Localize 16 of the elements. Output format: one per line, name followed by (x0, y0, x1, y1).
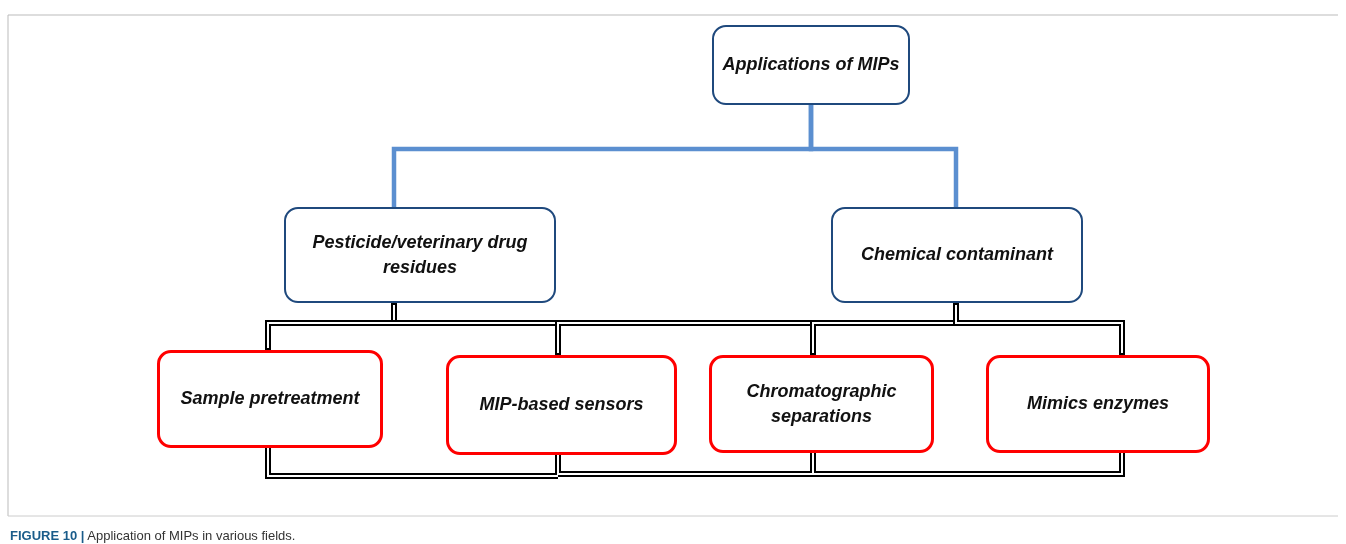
node-label: Chromatographic separations (745, 379, 898, 428)
method-box (986, 355, 1210, 453)
figure-caption: FIGURE 10 | Application of MIPs in various fields. (10, 528, 296, 543)
category-box (712, 25, 910, 105)
method-box (446, 355, 677, 455)
node-label: Sample pretreatment (180, 387, 360, 411)
category-box (284, 207, 556, 303)
node-label: MIP-based sensors (479, 393, 644, 417)
category-box (831, 207, 1083, 303)
node-label: Applications of MIPs (722, 53, 900, 77)
node-label: Pesticide/veterinary drug residues (311, 230, 529, 279)
method-box (709, 355, 934, 453)
method-box (157, 350, 383, 448)
connector-line (808, 105, 959, 207)
node-label: Mimics enzymes (1026, 392, 1170, 416)
node-label: Chemical contaminant (860, 243, 1053, 267)
